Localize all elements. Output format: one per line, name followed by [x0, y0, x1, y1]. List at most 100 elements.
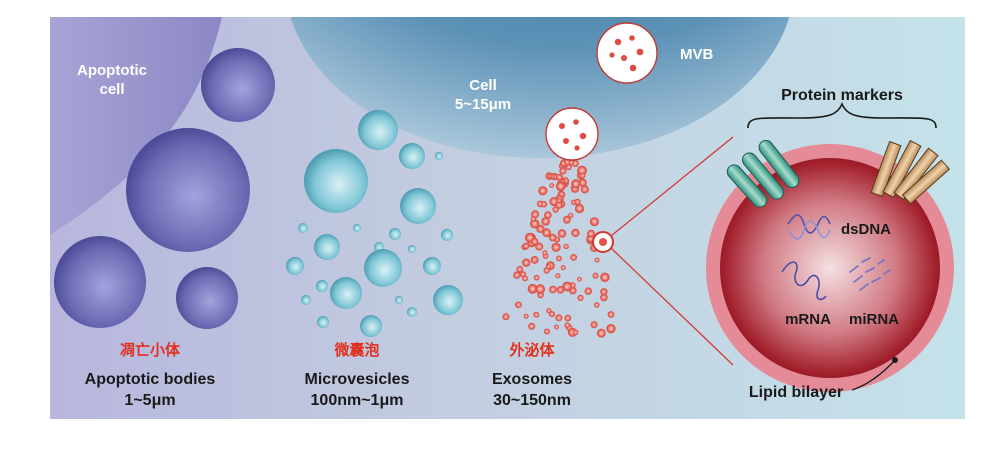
- microvesicle: [298, 223, 308, 233]
- microvesicle: [441, 229, 453, 241]
- exosome-particle: [555, 181, 566, 192]
- exosome-particle: [559, 167, 567, 175]
- exosome-particle: [600, 293, 608, 302]
- exosome-particle: [540, 201, 548, 208]
- label-mirna: miRNA: [849, 311, 899, 328]
- exosome-particle: [548, 233, 557, 242]
- label-apoptotic-cell-line1: Apoptotic: [77, 62, 147, 79]
- microvesicle: [317, 316, 329, 328]
- exosome-particle: [531, 237, 539, 246]
- exosome-particle: [530, 219, 540, 229]
- microvesicle: [304, 149, 368, 213]
- exosome-particle: [563, 215, 571, 224]
- protein-marker-teal: [726, 139, 800, 208]
- exosome-particle: [580, 185, 589, 194]
- microvesicle: [423, 257, 441, 275]
- category-microvesicles-name: Microvesicles: [305, 371, 410, 388]
- exosome-particle: [522, 258, 531, 267]
- category-apoptotic-bodies-name: Apoptotic bodies: [85, 371, 216, 388]
- exosome-particle: [584, 287, 592, 295]
- exosome-particle: [515, 301, 522, 309]
- exosome-particle: [551, 242, 561, 252]
- exosome-particle: [556, 286, 565, 294]
- protein-markers-bracket: [747, 101, 937, 129]
- exosome-particle: [549, 311, 555, 318]
- exosome-particle: [549, 285, 557, 294]
- exosome-particle: [533, 274, 540, 281]
- exosome-particle: [557, 229, 567, 238]
- microvesicle: [395, 296, 403, 304]
- exosome-particle: [574, 198, 581, 206]
- exosome-particle: [562, 281, 573, 292]
- exosome-particle: [536, 224, 545, 233]
- exosome-particle: [543, 267, 550, 274]
- exosome-particle: [530, 256, 539, 264]
- protein-marker-tan: [870, 139, 951, 205]
- exosome-particle: [544, 211, 552, 219]
- labels: Apoptotic cell Cell 5~15μm MVB Protein m…: [77, 46, 903, 409]
- exosome-particle: [589, 217, 599, 227]
- microvesicle: [435, 152, 443, 160]
- label-mvb: MVB: [680, 46, 714, 63]
- exosome-particle: [563, 243, 569, 250]
- label-protein-markers: Protein markers: [781, 87, 903, 104]
- apoptotic-body: [126, 128, 250, 252]
- exosome-particle: [600, 272, 610, 282]
- microvesicle: [286, 257, 304, 275]
- microvesicle: [400, 188, 436, 224]
- exosome-particle: [527, 283, 538, 294]
- exosome-particle: [530, 216, 536, 222]
- category-exosomes-size: 30~150nm: [493, 392, 571, 409]
- label-lipid-bilayer: Lipid bilayer: [749, 384, 843, 401]
- category-apoptotic-bodies-cn: 凋亡小体: [120, 341, 181, 359]
- exosome-particle: [538, 186, 548, 196]
- exosome-particle: [523, 313, 529, 319]
- label-cell: Cell: [469, 77, 497, 94]
- exosome-particle: [522, 275, 528, 282]
- zoomed-exosome: [706, 101, 954, 392]
- exosome-particle: [577, 165, 587, 176]
- exosome-particle: [555, 273, 561, 279]
- exosome-particle: [587, 229, 595, 238]
- exosome-particle: [594, 257, 600, 263]
- microvesicle: [433, 285, 463, 315]
- apoptotic-cell-shape: [50, 17, 222, 235]
- exosome-particle: [556, 255, 562, 262]
- exosome-particle: [542, 228, 551, 238]
- category-apoptotic-bodies-size: 1~5μm: [124, 392, 175, 409]
- exosome-particle: [543, 328, 550, 335]
- label-apoptotic-cell-line2: cell: [99, 81, 124, 98]
- exosome-particle: [555, 314, 563, 322]
- exosome-particle: [578, 178, 587, 187]
- dsdna-helix: [787, 214, 831, 240]
- category-microvesicles-size: 100nm~1μm: [311, 392, 404, 409]
- exosome-particle: [590, 321, 598, 329]
- exosome-particle: [556, 197, 562, 203]
- mvb-small: [545, 107, 599, 161]
- exosome-particle: [556, 173, 563, 181]
- microvesicle: [353, 224, 361, 232]
- mrna-strand: [781, 261, 827, 301]
- exosome-particle: [564, 322, 570, 329]
- exosome-particle: [516, 265, 524, 273]
- exosome-particle: [607, 311, 615, 318]
- exosome-particle: [554, 324, 559, 330]
- exosome-particle: [533, 311, 540, 318]
- exosome-particle: [552, 206, 559, 213]
- exosome-lumen: [720, 158, 940, 378]
- category-microvesicles-cn: 微囊泡: [333, 341, 379, 359]
- mirna-fragments: [849, 257, 891, 291]
- category-exosomes-cn: 外泌体: [508, 341, 555, 359]
- label-cell-size: 5~15μm: [455, 96, 511, 113]
- microvesicle: [358, 110, 398, 150]
- microvesicle: [360, 315, 382, 337]
- exosome-particle: [568, 159, 574, 166]
- category-exosomes-name: Exosomes: [492, 371, 572, 388]
- microvesicle: [316, 280, 328, 292]
- exosome-particle: [502, 313, 510, 321]
- exosome-particle: [574, 203, 585, 214]
- microvesicle: [364, 249, 402, 287]
- exosome-particle: [592, 272, 599, 279]
- exosome-particle: [572, 329, 579, 336]
- exosome-particle: [571, 228, 580, 237]
